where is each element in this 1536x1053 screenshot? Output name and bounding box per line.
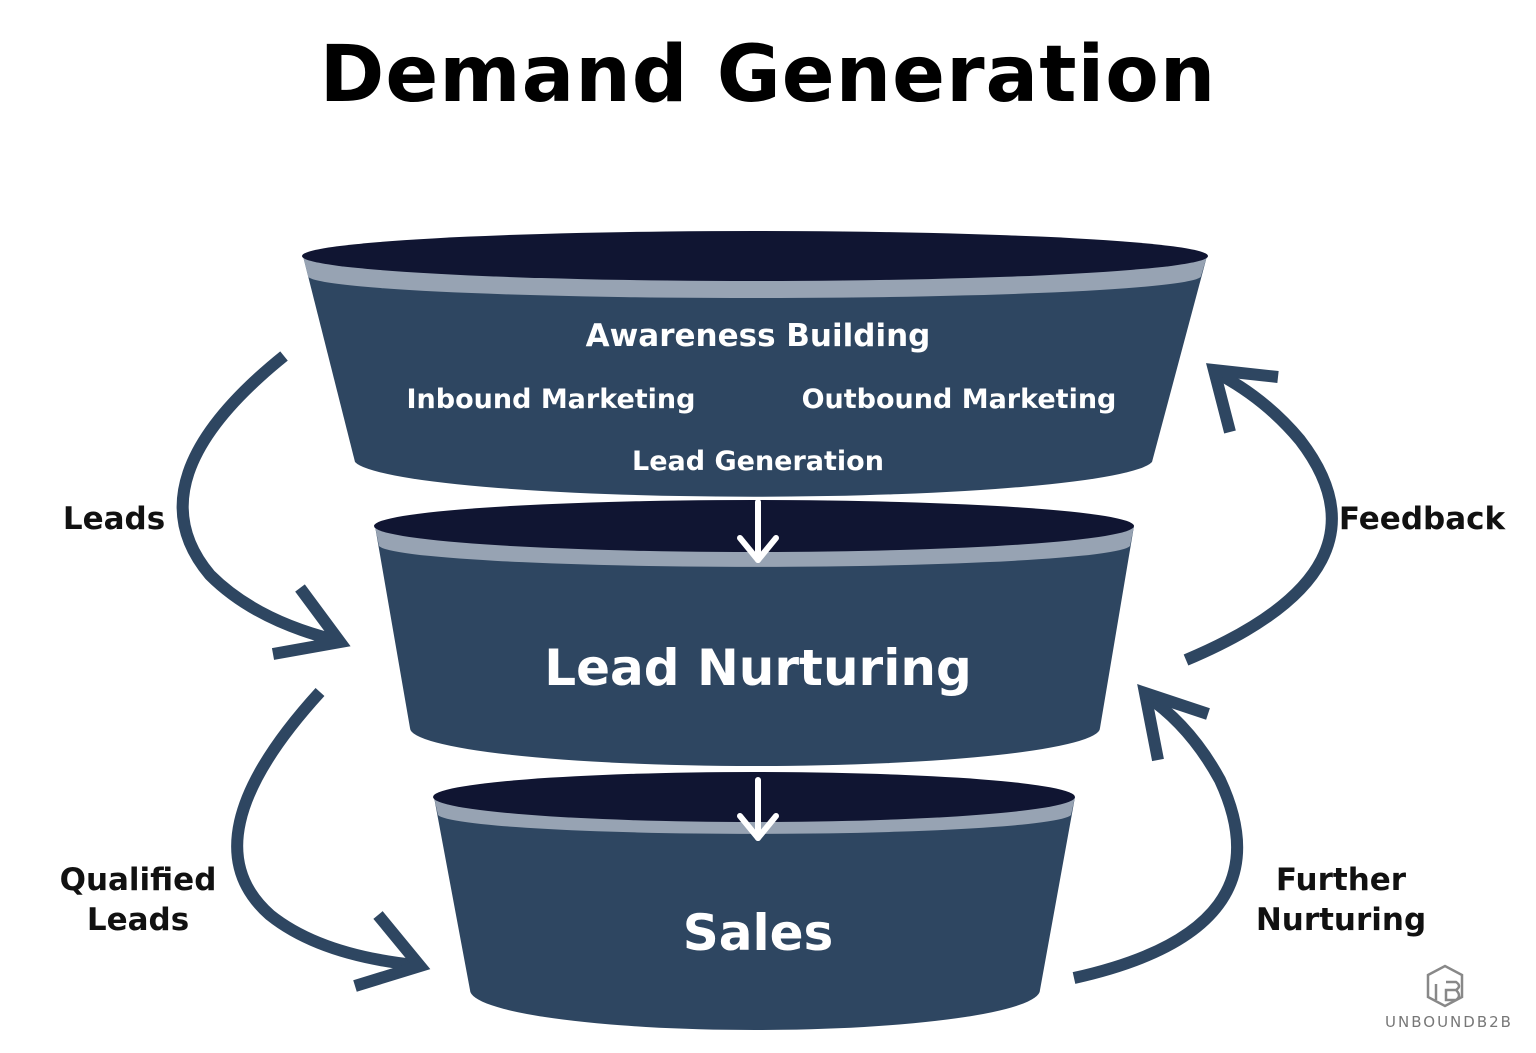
inbound-marketing-label: Inbound Marketing (407, 384, 696, 415)
segment-nurturing-top (374, 500, 1134, 552)
sales-label: Sales (683, 904, 834, 962)
outbound-marketing-label: Outbound Marketing (802, 384, 1117, 415)
feedback-arrow-icon (1183, 363, 1338, 666)
segment-sales-top (433, 772, 1075, 822)
page-title: Demand Generation (319, 30, 1217, 120)
leads-arrow-icon (176, 351, 351, 660)
qualified-leads-line2: Leads (86, 902, 190, 938)
qualified-leads-arrow-icon (231, 687, 431, 992)
segment-awareness-body (303, 256, 1207, 497)
funnel-segment-sales: Sales (433, 772, 1075, 1030)
funnel-segment-awareness: Awareness Building Inbound Marketing Out… (302, 231, 1208, 497)
further-nurturing-line2: Nurturing (1255, 902, 1427, 938)
further-nurturing-label: Further Nurturing (1245, 860, 1437, 940)
feedback-label: Feedback (1338, 501, 1506, 537)
lead-generation-label: Lead Generation (632, 446, 884, 477)
further-nurturing-arrow-icon (1072, 684, 1244, 984)
down-arrow-icon (737, 499, 779, 563)
qualified-leads-line1: Qualified (59, 862, 217, 898)
segment-nurturing-body (375, 526, 1134, 766)
leads-label: Leads (62, 501, 166, 537)
segment-sales-body (434, 797, 1075, 1030)
funnel-segment-nurturing: Lead Nurturing (374, 500, 1134, 766)
segment-awareness-top (302, 231, 1208, 281)
brand-wordmark: UNBOUNDB2B (1385, 1013, 1513, 1031)
lead-nurturing-label: Lead Nurturing (544, 639, 972, 697)
qualified-leads-label: Qualified Leads (48, 860, 228, 940)
further-nurturing-line1: Further (1275, 862, 1407, 898)
down-arrow-icon (737, 777, 779, 841)
awareness-heading: Awareness Building (586, 318, 931, 354)
unboundb2b-logo-icon (1426, 964, 1464, 1008)
